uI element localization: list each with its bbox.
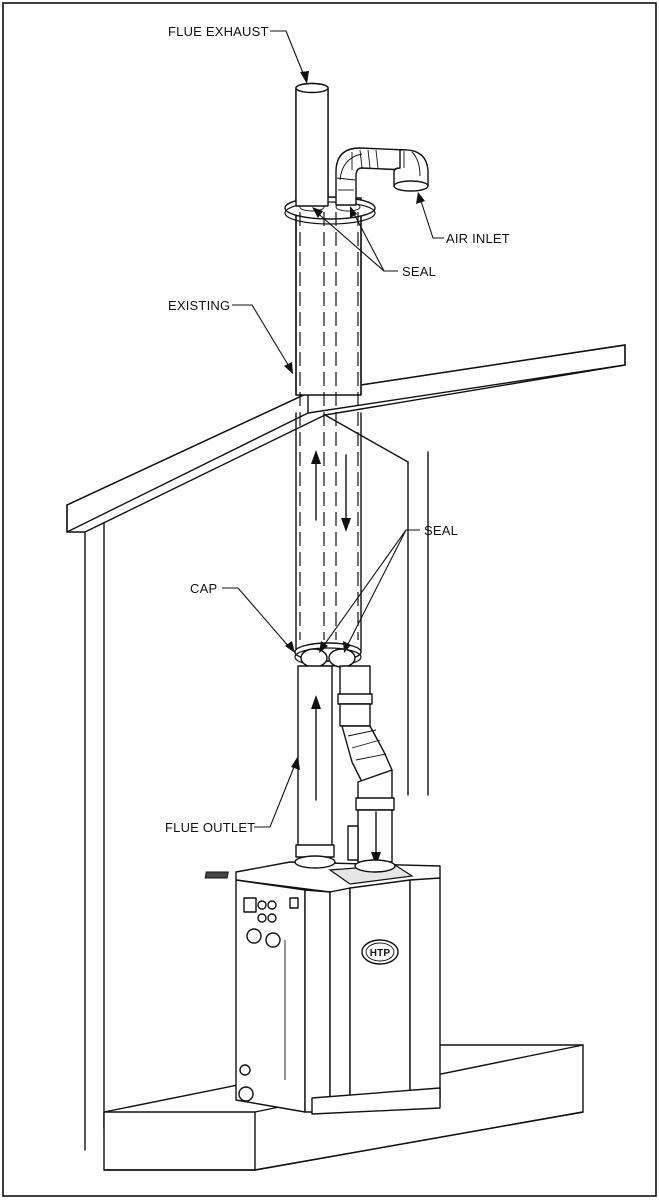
leader-flue-outlet [254, 761, 297, 828]
arrowhead-flue-exhaust [300, 71, 309, 84]
leader-seal-middle-left [321, 529, 420, 649]
flue-exhaust-pipe [295, 82, 329, 207]
air-inlet-elbow [335, 147, 429, 206]
leader-flue-exhaust [270, 30, 306, 79]
label-flue-outlet: FLUE OUTLET [165, 820, 255, 835]
label-existing: EXISTING [168, 298, 230, 313]
label-flue-exhaust: FLUE EXHAUST [168, 24, 269, 39]
inner-pipes-dashed [299, 212, 359, 640]
arrowhead-seal-top-left [312, 207, 323, 218]
arrowhead-seal-top-right [350, 206, 357, 218]
leader-cap [222, 587, 291, 649]
leader-air-inlet [419, 197, 444, 239]
room-walls [84, 451, 429, 1151]
label-air-inlet: AIR INLET [446, 231, 510, 246]
air-intake-pipe [337, 665, 395, 866]
arrowhead-cap [285, 641, 295, 653]
flue-outlet-pipe [295, 665, 335, 858]
cap-assembly [294, 642, 362, 668]
label-cap: CAP [190, 581, 217, 596]
label-seal-top: SEAL [402, 264, 436, 279]
boiler: HTP [204, 855, 441, 1115]
leader-existing [232, 304, 291, 369]
existing-chimney-lower [295, 412, 362, 651]
arrowhead-seal-middle-left [319, 641, 328, 653]
arrowhead-flue-outlet [291, 756, 300, 770]
flow-arrows-upper [311, 450, 351, 532]
arrowhead-existing [284, 362, 293, 374]
boiler-logo: HTP [370, 948, 391, 959]
arrowhead-seal-middle-right [343, 641, 351, 653]
arrowhead-air-inlet [416, 192, 425, 204]
label-seal-middle: SEAL [424, 523, 458, 538]
leader-seal-top-right [351, 209, 385, 272]
leader-seal-middle-right [345, 529, 407, 649]
